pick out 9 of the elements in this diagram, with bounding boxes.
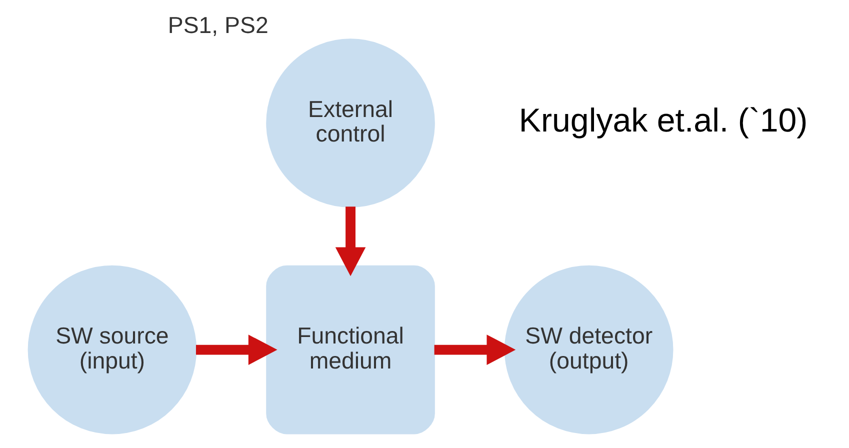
- node-box: Functional medium: [266, 265, 434, 434]
- node-circle: SW source (input): [27, 265, 196, 434]
- arrow: [434, 334, 516, 365]
- label: Kruglyak et.al. (`10): [518, 102, 808, 140]
- node-circle: SW detector (output): [504, 265, 673, 434]
- node-label: PS1, PS2: [167, 12, 268, 38]
- arrow: [195, 334, 277, 365]
- node-circle: External control: [266, 38, 434, 208]
- arrow: [334, 206, 366, 276]
